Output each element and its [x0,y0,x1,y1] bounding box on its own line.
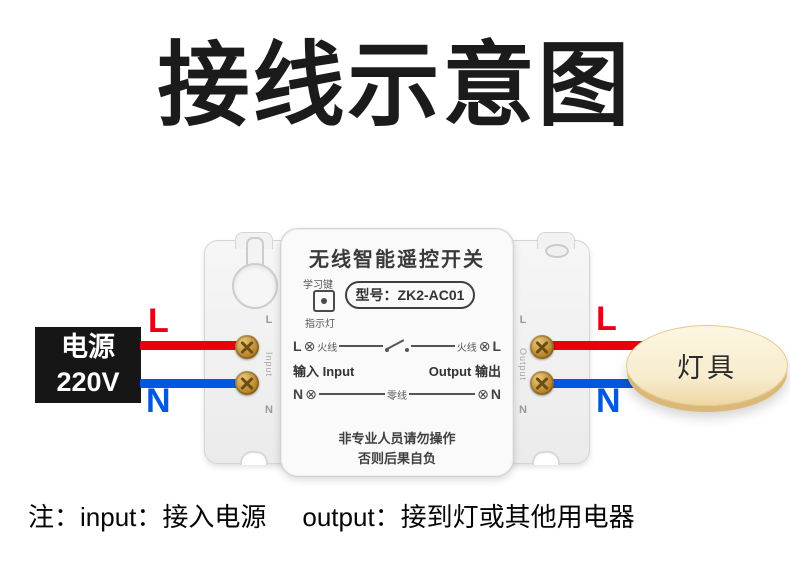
wire-line [339,345,383,347]
left-terminal-labels: L Input N [260,314,278,416]
page-title: 接线示意图 [157,35,633,137]
terminal-screw-icon-output-neutral [530,371,554,395]
live-label-right: L [596,300,617,338]
neutral-label-right: N [596,382,621,420]
right-edge-neutral-label: N [519,404,527,416]
device-body: 无线智能遥控开关 学习键 指示灯 型号：ZK2-AC01 L ⊗ 火线 火线 ⊗… [280,228,514,477]
warning-line2: 否则后果自负 [357,451,436,466]
live-wire-left [140,341,250,350]
left-edge-live-label: L [265,314,273,326]
tab-bump-right [537,232,575,249]
terminal-screw-icon-input-neutral [235,371,259,395]
terminal-screw-icon-input-live [235,335,259,359]
terminal-symbol-icon: ⊗ [478,338,491,354]
output-label: Output 输出 [428,364,501,379]
model-badge: 型号：ZK2-AC01 [345,281,475,309]
neutral-terminal-right-label: N [490,386,501,402]
power-supply-box: 电源 220V [35,327,141,403]
mounting-hole-icon [545,244,569,258]
indicator-light-label: 指示灯 [305,319,335,330]
neutral-label-left: N [146,382,171,420]
power-supply-name: 电源 [61,331,115,362]
right-terminal-labels: L Output N [514,314,532,416]
wire-line [409,393,476,395]
switch-device: 无线智能遥控开关 学习键 指示灯 型号：ZK2-AC01 L ⊗ 火线 火线 ⊗… [204,228,590,477]
input-label: 输入 Input [293,364,355,379]
right-edge-port-label: Output [518,348,528,382]
left-edge-port-label: Input [264,352,274,378]
keyhole-mount-icon [232,263,278,309]
power-supply-voltage: 220V [56,367,120,397]
live-terminal-right-label: L [492,338,501,354]
device-title: 无线智能遥控开关 [309,249,485,271]
live-schematic-row: L ⊗ 火线 火线 ⊗ L [293,337,501,355]
terminal-symbol-icon: ⊗ [477,386,489,402]
left-edge-neutral-label: N [265,404,273,416]
live-terminal-left-label: L [293,338,302,354]
footer-note: 注：input：接入电源 output：接到灯或其他用电器 [28,497,635,534]
right-edge-live-label: L [519,314,527,326]
neutral-wire-text: 零线 [387,390,407,402]
live-wire-right [538,341,654,350]
warning-line1: 非专业人员请勿操作 [338,431,456,446]
terminal-symbol-icon: ⊗ [305,386,317,402]
live-label-left: L [148,302,169,340]
wire-line [318,393,385,395]
learn-key-icon [313,290,335,312]
bottom-notch-left [240,451,268,465]
lamp: 灯具 [626,325,788,406]
note-input: 注：input：接入电源 [28,502,267,532]
lamp-label: 灯具 [677,353,737,383]
bottom-notch-right [532,451,560,465]
terminal-screw-icon-output-live [530,335,554,359]
neutral-schematic-row: N ⊗ 零线 ⊗ N [293,385,501,403]
keyhole-slot-icon [246,237,264,269]
live-wire-text-left: 火线 [317,342,338,354]
neutral-terminal-left-label: N [293,386,304,402]
live-wire-text-right: 火线 [456,342,477,354]
note-output: output：接到灯或其他用电器 [302,502,635,532]
wire-line [411,345,455,347]
neutral-wire-right [538,379,650,388]
learn-key-label: 学习键 [303,280,333,291]
neutral-wire-left [140,379,250,388]
switch-symbol-icon [385,339,409,352]
io-label-row: 输入 Input Output 输出 [293,361,501,380]
terminal-symbol-icon: ⊗ [303,338,316,354]
